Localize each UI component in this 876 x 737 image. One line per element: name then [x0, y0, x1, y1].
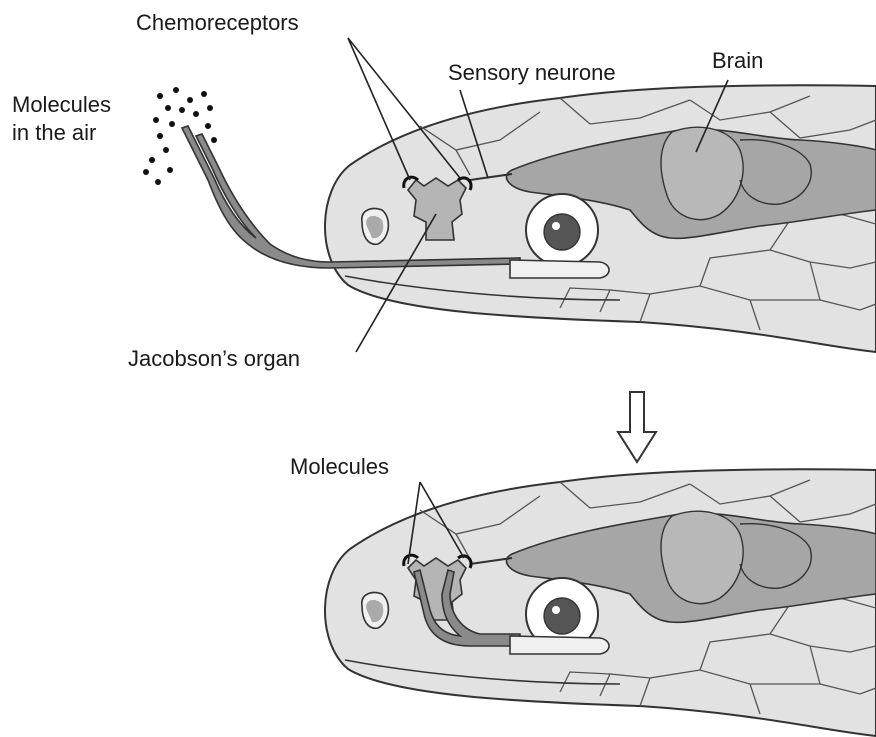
snake-head-top — [325, 85, 876, 352]
bottom-panel — [325, 469, 876, 736]
label-brain: Brain — [712, 48, 763, 74]
snake-head-bottom — [325, 469, 876, 736]
label-molecules: Molecules — [290, 454, 389, 480]
label-molecules-in-air-line1: Molecules — [12, 92, 111, 118]
label-chemoreceptors: Chemoreceptors — [136, 10, 299, 36]
down-arrow-icon — [618, 392, 656, 462]
label-molecules-in-air-line2: in the air — [12, 120, 96, 146]
label-jacobsons-organ: Jacobson’s organ — [128, 346, 300, 372]
label-sensory-neurone: Sensory neurone — [448, 60, 616, 86]
